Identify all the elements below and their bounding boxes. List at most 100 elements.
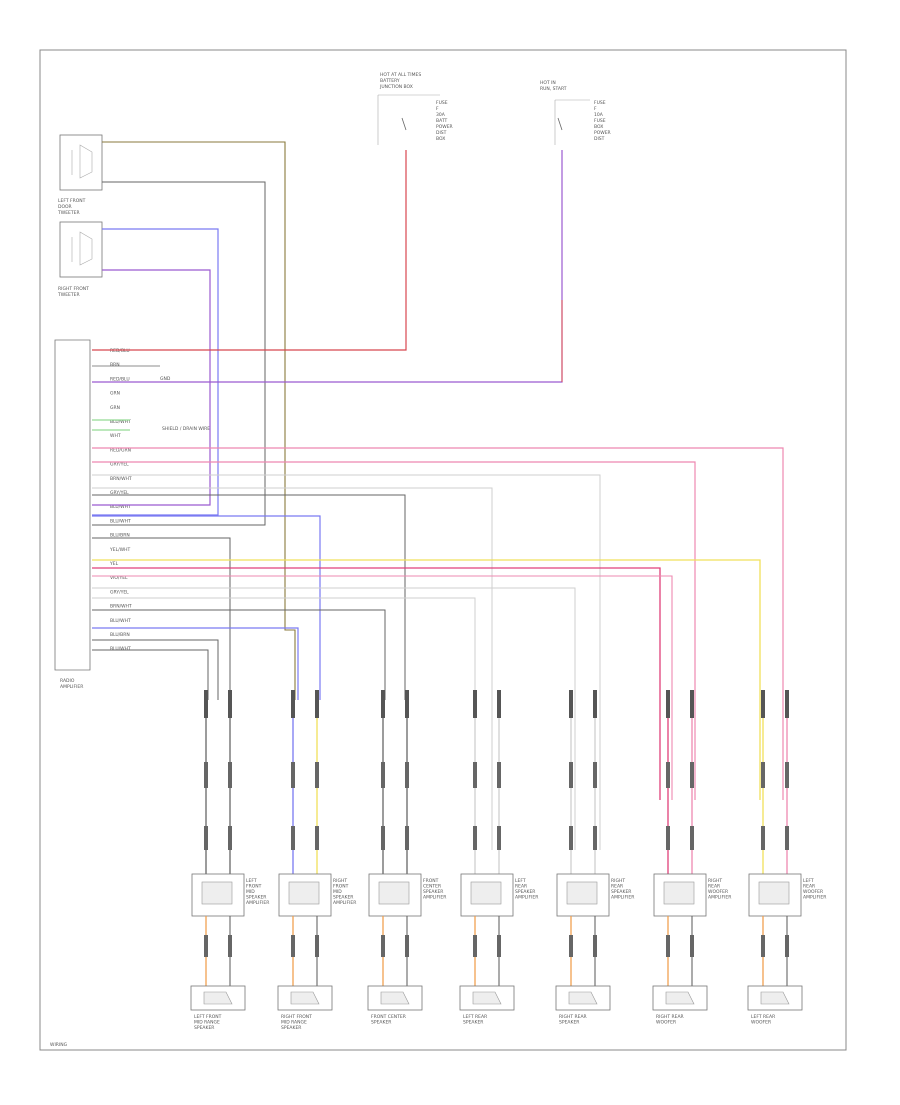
connector: [315, 690, 319, 718]
pin-label: VIO/YEL: [110, 575, 128, 581]
amplifier-label: FRONT: [246, 884, 262, 890]
svg-text:BATT: BATT: [436, 118, 447, 124]
svg-text:RIGHT FRONT: RIGHT FRONT: [58, 286, 89, 292]
connector: [690, 826, 694, 850]
connector: [473, 826, 477, 850]
amplifier-label: REAR: [611, 884, 623, 890]
fuse-block-battery: HOT AT ALL TIMES BATTERY JUNCTION BOX FU…: [377, 72, 453, 145]
amplifier-body: [470, 881, 502, 905]
speaker-box: [747, 985, 803, 1011]
speaker-name: WOOFER: [656, 1020, 676, 1026]
connector: [405, 762, 409, 788]
amplifier-label: AMPLIFIER: [333, 900, 356, 906]
wire: [92, 567, 661, 800]
speaker-name: MID RANGE: [281, 1020, 307, 1026]
pin-label: RED/BLU: [110, 376, 130, 382]
svg-text:BOX: BOX: [436, 136, 445, 142]
amplifier-label: MID: [333, 889, 342, 895]
amplifier-label: WOOFER: [708, 889, 728, 895]
amplifier-label: WOOFER: [803, 889, 823, 895]
connector: [761, 762, 765, 788]
svg-text:JUNCTION BOX: JUNCTION BOX: [379, 84, 413, 90]
svg-text:TWEETER: TWEETER: [57, 210, 80, 216]
amplifier-label: SPEAKER: [246, 895, 266, 901]
connector: [593, 826, 597, 850]
speaker-name: RIGHT REAR: [656, 1014, 684, 1020]
amplifier-label: RIGHT: [333, 878, 347, 884]
speaker-name: MID RANGE: [194, 1020, 220, 1026]
wire: [92, 447, 784, 800]
amplifier-label: AMPLIFIER: [515, 895, 538, 901]
connector: [291, 762, 295, 788]
amplifier-label: LEFT: [803, 878, 814, 884]
ground-note: GND: [160, 376, 171, 382]
speaker-icon: [760, 991, 790, 1005]
pin-label: BLU/WHT: [110, 646, 131, 652]
amplifier-body: [378, 881, 410, 905]
connector: [593, 690, 597, 718]
connector: [666, 935, 670, 957]
pin-label: BRN: [110, 362, 120, 368]
connector: [761, 935, 765, 957]
pin-label: BRN/WHT: [110, 476, 132, 482]
svg-text:LEFT FRONT: LEFT FRONT: [58, 198, 86, 204]
svg-text:DIST: DIST: [594, 136, 605, 142]
pin-label: BLU/WHT: [110, 504, 131, 510]
connector: [690, 690, 694, 718]
connector: [228, 935, 232, 957]
amplifier-label: AMPLIFIER: [803, 895, 826, 901]
svg-text:FUSE: FUSE: [594, 100, 606, 106]
connector: [291, 690, 295, 718]
wire: [92, 587, 576, 850]
pin-label: GRY/YEL: [110, 462, 129, 468]
pin-label: GRN: [110, 405, 120, 411]
connector: [204, 762, 208, 788]
wire: [92, 474, 601, 850]
connector: [497, 762, 501, 788]
wire: [102, 141, 296, 700]
svg-text:HOT AT ALL TIMES: HOT AT ALL TIMES: [380, 72, 421, 78]
connector: [291, 826, 295, 850]
module-pin-labels: RED/BLUBRNRED/BLUGRNGRNBLU/WHTWHTRED/GRN…: [109, 348, 132, 652]
wire-harness: [92, 141, 784, 850]
connector: [666, 826, 670, 850]
connector: [569, 826, 573, 850]
connector: [785, 826, 789, 850]
right-front-tweeter: RIGHT FRONT TWEETER: [57, 221, 103, 298]
speaker-icon: [665, 991, 695, 1005]
wire: [92, 487, 493, 850]
speaker-name: RIGHT FRONT: [281, 1014, 312, 1020]
pin-label: GRY/YEL: [110, 589, 129, 595]
amplifier-body: [663, 881, 695, 905]
wire: [92, 639, 219, 700]
speaker-name: LEFT FRONT: [194, 1014, 222, 1020]
connector: [593, 935, 597, 957]
amplifier-label: AMPLIFIER: [246, 900, 269, 906]
pin-label: YEL/WHT: [109, 547, 130, 553]
pin-label: BRN/WHT: [110, 604, 132, 610]
pin-label: BLU/BRN: [110, 632, 130, 638]
amplifier-body: [201, 881, 233, 905]
speaker-name: LEFT REAR: [751, 1014, 775, 1020]
svg-text:10A: 10A: [594, 112, 604, 118]
left-front-tweeter: LEFT FRONT DOOR TWEETER: [57, 134, 103, 216]
pin-label: BLU/WHT: [110, 618, 131, 624]
pin-label: GRN: [110, 391, 120, 397]
connector: [204, 935, 208, 957]
connector: [381, 690, 385, 718]
wire: [92, 537, 231, 700]
amplifier-label: LEFT: [515, 878, 526, 884]
connector: [315, 935, 319, 957]
amplifier-label: FRONT: [423, 878, 439, 884]
wire: [92, 269, 211, 506]
svg-text:POWER: POWER: [594, 130, 611, 136]
wire: [92, 609, 386, 700]
connector: [315, 826, 319, 850]
amplifier-label: FRONT: [333, 884, 349, 890]
speaker-name: WOOFER: [751, 1020, 771, 1026]
amplifier-label: AMPLIFIER: [423, 895, 446, 901]
wire: [92, 150, 407, 351]
connector: [228, 826, 232, 850]
